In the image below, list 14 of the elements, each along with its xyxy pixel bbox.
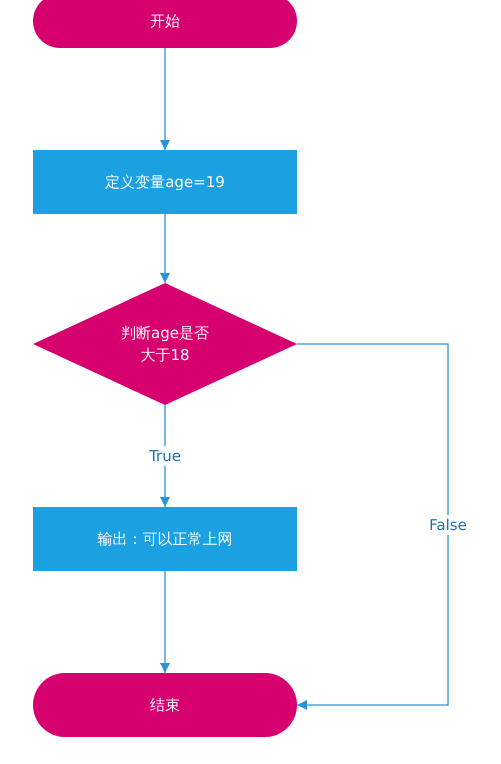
process-box bbox=[33, 150, 297, 214]
node-label: 判断age是否大于18 bbox=[120, 323, 210, 366]
node-label: 结束 bbox=[150, 696, 180, 714]
arrow bbox=[160, 571, 170, 673]
process-box bbox=[33, 507, 297, 571]
edge-label: True bbox=[147, 446, 183, 466]
terminal-pill bbox=[33, 0, 297, 48]
arrow bbox=[160, 48, 170, 150]
node-label: 开始 bbox=[150, 12, 180, 30]
node-label: 定义变量age=19 bbox=[105, 172, 225, 192]
node-label: 输出：可以正常上网 bbox=[98, 530, 232, 548]
arrow bbox=[160, 214, 170, 283]
decision-diamond bbox=[33, 283, 297, 405]
arrow bbox=[297, 343, 449, 710]
